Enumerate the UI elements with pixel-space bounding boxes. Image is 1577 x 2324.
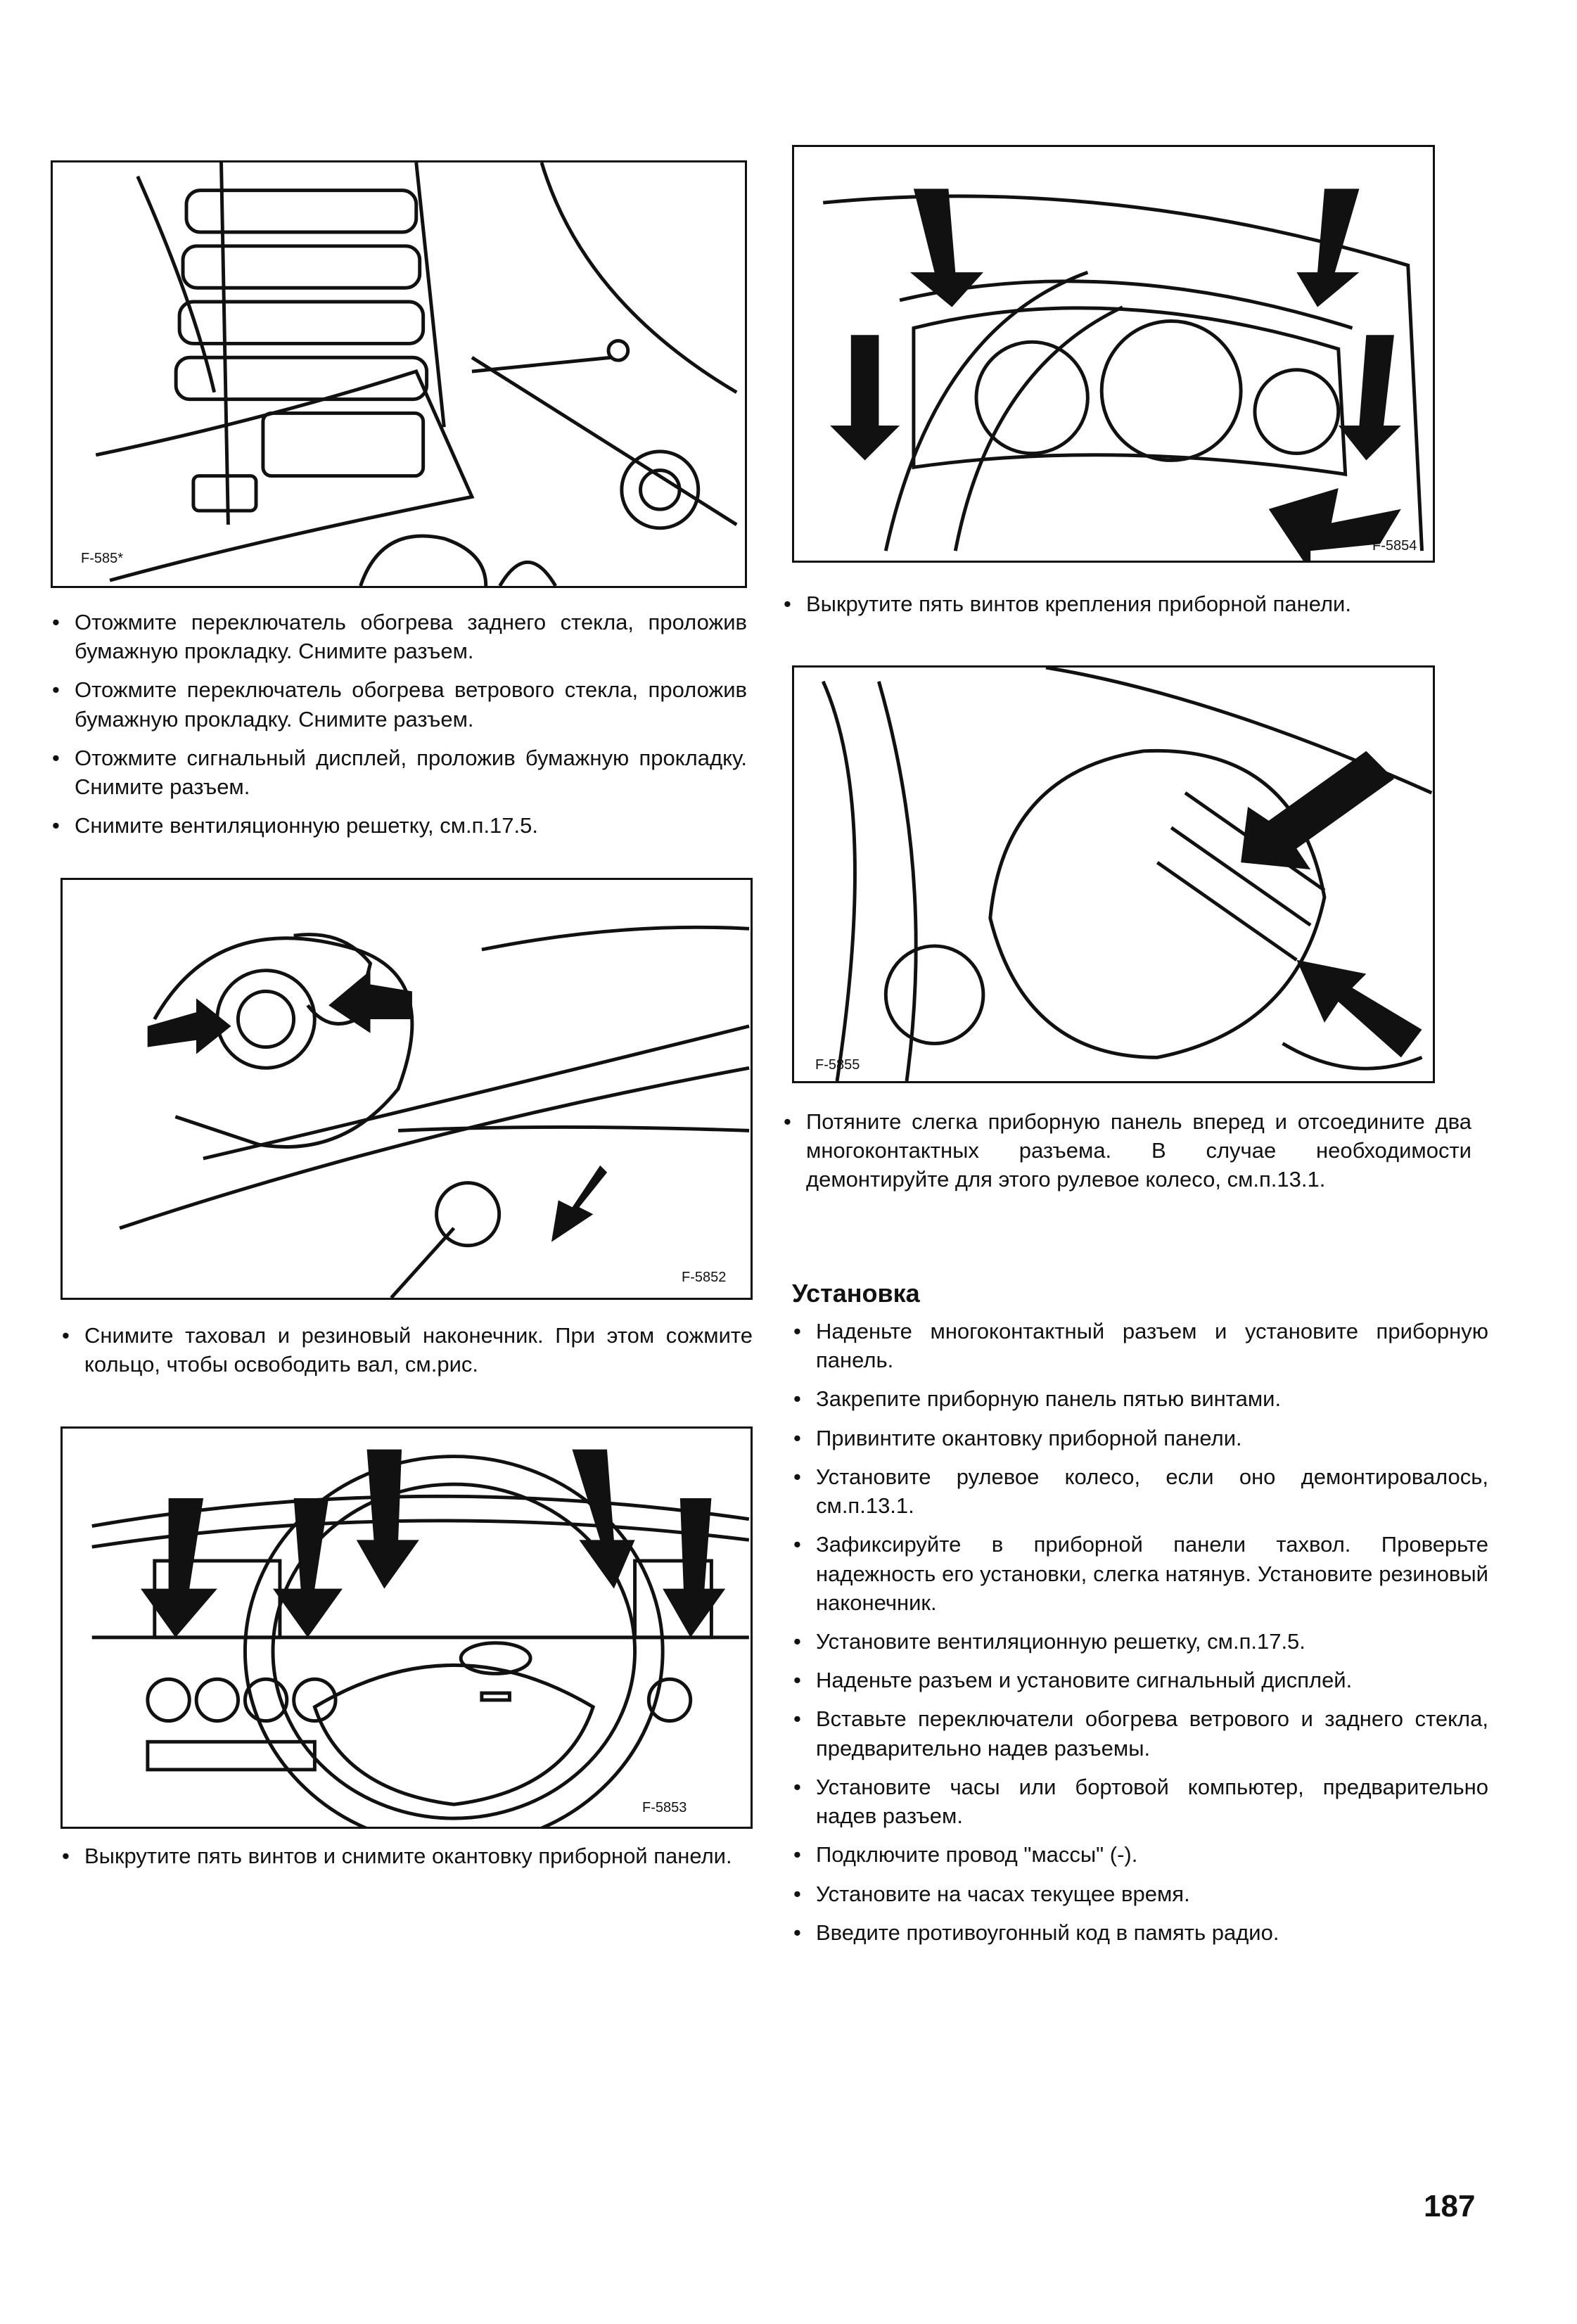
figure-f5852: F-5852 [60, 878, 753, 1300]
figure-f5854-drawing [822, 189, 1424, 561]
bullet-item: Отожмите сигнальный дисплей, проложив бу… [51, 743, 747, 801]
bullet-item: Установите рулевое колесо, если оно демо… [792, 1462, 1488, 1520]
bullet-item: Вставьте переключатели обогрева ветровог… [792, 1704, 1488, 1762]
bullet-item: Закрепите приборную панель пятью винтами… [792, 1384, 1488, 1413]
bullet-item: Отожмите переключатель обогрева ветровог… [51, 675, 747, 733]
bullet-item: Подключите провод "массы" (-). [792, 1840, 1488, 1869]
figure-f585-drawing [95, 162, 738, 586]
page-number: 187 [1424, 2189, 1476, 2223]
bullet-item: Введите противоугонный код в память ради… [792, 1918, 1488, 1947]
bullet-item: Установите часы или бортовой компьютер, … [792, 1773, 1488, 1830]
figure-f5852-drawing [119, 925, 750, 1298]
figure-f5854: F-5854 [792, 145, 1435, 563]
bullet-item: Установите на часах текущее время. [792, 1879, 1488, 1908]
section-heading: Установка [792, 1279, 920, 1308]
right-text-block-2: Потяните слегка приборную панель вперед … [782, 1107, 1471, 1204]
figure-label: F-5853 [642, 1800, 687, 1815]
bullet-item: Привинтите окантовку приборной панели. [792, 1424, 1488, 1452]
right-text-block-3: Наденьте многоконтактный разъем и устано… [792, 1317, 1488, 1957]
figure-f5855-drawing [821, 668, 1433, 1081]
figure-f5855: F-5855 [792, 665, 1435, 1083]
bullet-item: Наденьте разъем и установите сигнальный … [792, 1666, 1488, 1694]
figure-label: F-585* [81, 551, 124, 566]
figure-f585: F-585* [51, 160, 747, 588]
left-text-block-2: Снимите таховал и резиновый наконечник. … [60, 1321, 753, 1388]
figure-label: F-5854 [1372, 538, 1417, 554]
bullet-item: Отожмите переключатель обогрева заднего … [51, 608, 747, 665]
bullet-item: Снимите таховал и резиновый наконечник. … [60, 1321, 753, 1379]
bullet-item: Выкрутите пять винтов крепления приборно… [782, 589, 1471, 618]
bullet-item: Наденьте многоконтактный разъем и устано… [792, 1317, 1488, 1374]
bullet-item: Снимите вентиляционную решетку, см.п.17.… [51, 811, 747, 840]
left-text-block-3: Выкрутите пять винтов и снимите окантовк… [60, 1841, 753, 1880]
bullet-item: Выкрутите пять винтов и снимите окантовк… [60, 1841, 753, 1870]
bullet-item: Потяните слегка приборную панель вперед … [782, 1107, 1471, 1194]
right-text-block-1: Выкрутите пять винтов крепления приборно… [782, 589, 1471, 628]
figure-f5853-drawing [91, 1449, 750, 1827]
figure-label: F-5852 [682, 1270, 727, 1285]
figure-f5853: F-5853 [60, 1426, 753, 1829]
bullet-item: Зафиксируйте в приборной панели тахвол. … [792, 1530, 1488, 1617]
bullet-item: Установите вентиляционную решетку, см.п.… [792, 1627, 1488, 1656]
left-text-block-1: Отожмите переключатель обогрева заднего … [51, 608, 747, 850]
figure-label: F-5855 [815, 1057, 860, 1073]
